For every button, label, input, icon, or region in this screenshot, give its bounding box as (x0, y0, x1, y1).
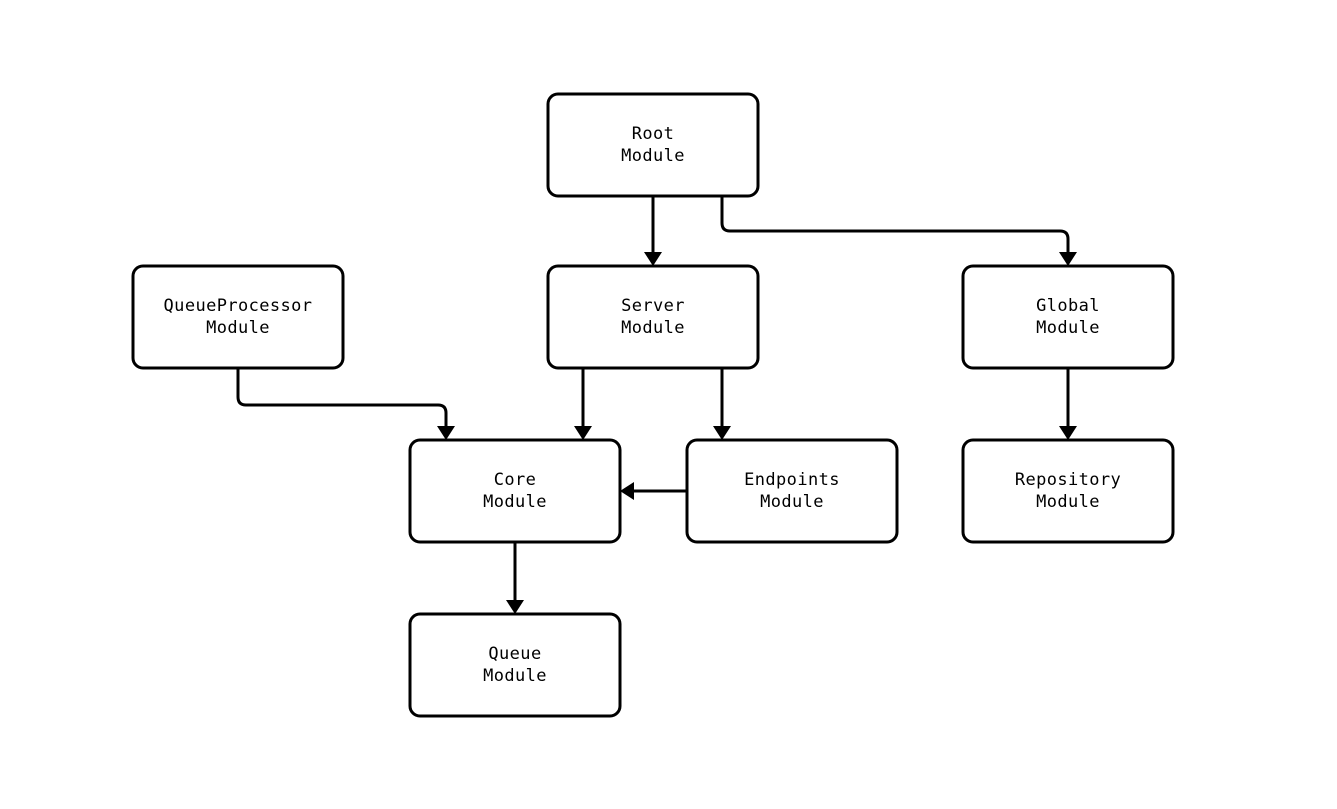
core-module-label-line2: Module (483, 492, 547, 512)
edge-endpoints-to-core (620, 482, 687, 500)
edge-queueprocessor-to-core-line (236, 368, 448, 426)
edge-queueprocessor-to-core (236, 368, 455, 440)
edge-global-to-repository (1059, 368, 1077, 440)
queue-module-label-line1: Queue (488, 644, 541, 664)
server-module-box[interactable] (546, 264, 760, 370)
arrowhead-icon (620, 482, 634, 500)
global-module-box[interactable] (961, 264, 1175, 370)
edge-server-to-endpoints (713, 368, 731, 440)
edge-root-to-global (720, 196, 1077, 266)
server-module-label-line2: Module (621, 318, 685, 338)
edge-server-to-core (574, 368, 592, 440)
endpoints-module-label-line2: Module (760, 492, 824, 512)
core-module-box[interactable] (408, 438, 622, 544)
core-module-label-line1: Core (494, 470, 537, 490)
endpoints-module-label-line1: Endpoints (744, 470, 840, 490)
root-module-label-line1: Root (632, 124, 675, 144)
edges-layer (236, 196, 1077, 614)
queueprocessor-module-box[interactable] (131, 264, 345, 370)
root-module-label-line2: Module (621, 146, 685, 166)
root-module-box[interactable] (546, 92, 760, 198)
arrowhead-icon (574, 426, 592, 440)
queue-module-label-line2: Module (483, 666, 547, 686)
repository-module-label-line2: Module (1036, 492, 1100, 512)
nodes-layer: RootModuleQueueProcessorModuleServerModu… (131, 92, 1175, 718)
queue-module-box[interactable] (408, 612, 622, 718)
arrowhead-icon (1059, 426, 1077, 440)
arrowhead-icon (1059, 252, 1077, 266)
global-module-label-line2: Module (1036, 318, 1100, 338)
repository-module-label-line1: Repository (1015, 470, 1121, 490)
edge-root-to-global-line (720, 196, 1070, 252)
edge-root-to-server (644, 196, 662, 266)
queueprocessor-module-label-line2: Module (206, 318, 270, 338)
edge-core-to-queue (506, 542, 524, 614)
repository-module-box[interactable] (961, 438, 1175, 544)
queueprocessor-module-label-line1: QueueProcessor (164, 296, 313, 316)
endpoints-module-box[interactable] (685, 438, 899, 544)
server-module-label-line1: Server (621, 296, 685, 316)
arrowhead-icon (644, 252, 662, 266)
arrowhead-icon (437, 426, 455, 440)
arrowhead-icon (506, 600, 524, 614)
global-module-label-line1: Global (1036, 296, 1100, 316)
arrowhead-icon (713, 426, 731, 440)
